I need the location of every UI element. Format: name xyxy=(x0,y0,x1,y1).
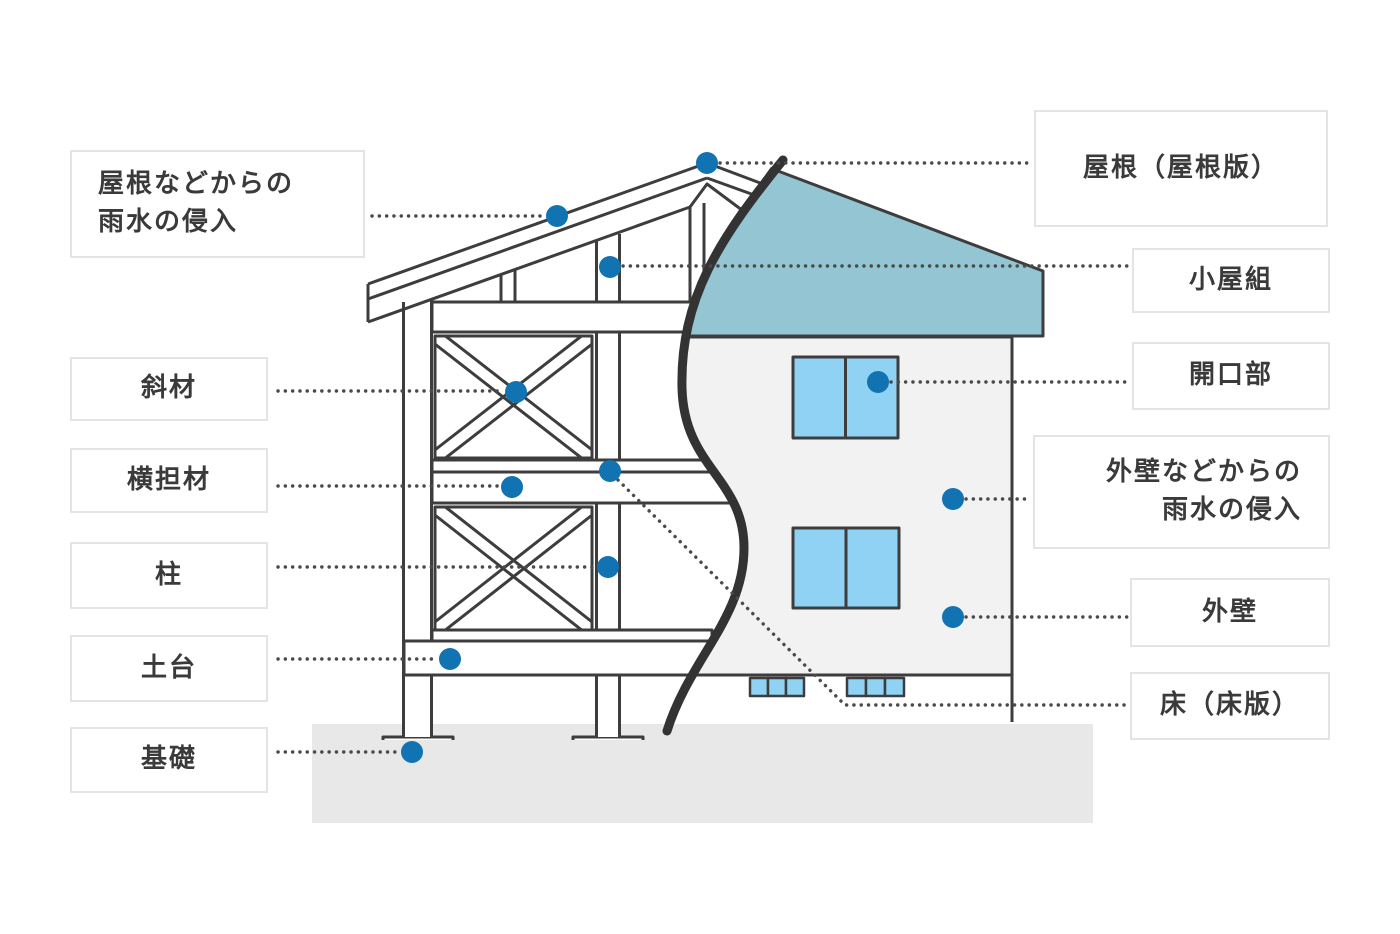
label-sill: 土台 xyxy=(70,635,268,702)
marker-dot-foundation xyxy=(401,741,423,763)
label-wall-rainwater-intrusion: 外壁などからの 雨水の侵入 xyxy=(1033,435,1330,549)
label-diagonal-member: 斜材 xyxy=(70,357,268,421)
brace-panel-lower xyxy=(433,505,594,632)
floor-beam-thin xyxy=(430,458,747,474)
marker-dot-roof-rainwater xyxy=(546,205,568,227)
marker-dot-exterior-wall xyxy=(942,606,964,628)
marker-dot-roof-panel xyxy=(696,152,718,174)
marker-dot-wall-rainwater xyxy=(942,488,964,510)
label-horizontal-member: 横担材 xyxy=(70,448,268,513)
label-roof-panel: 屋根（屋根版） xyxy=(1034,110,1328,227)
foundation-vents xyxy=(748,676,906,698)
marker-dot-column xyxy=(597,556,619,578)
cutaway-curve xyxy=(662,155,788,736)
marker-dot-sill xyxy=(439,648,461,670)
marker-dot-roof-framing xyxy=(599,256,621,278)
label-foundation: 基礎 xyxy=(70,727,268,793)
label-floor-panel: 床（床版） xyxy=(1130,672,1330,740)
marker-dots xyxy=(401,152,964,763)
window-lower xyxy=(791,526,901,610)
floor-beam-thick xyxy=(430,470,747,505)
marker-dot-opening xyxy=(867,371,889,393)
top-plate-beam xyxy=(430,300,712,334)
window-upper xyxy=(791,355,900,440)
leader-lines xyxy=(276,161,1132,754)
label-roof-rainwater-intrusion: 屋根などからの 雨水の侵入 xyxy=(70,150,365,258)
marker-dot-horizontal-member xyxy=(501,476,523,498)
bottom-band xyxy=(430,628,714,643)
structural-frame xyxy=(366,161,783,740)
label-exterior-wall: 外壁 xyxy=(1130,578,1330,647)
label-roof-framing: 小屋組 xyxy=(1132,248,1330,313)
label-column: 柱 xyxy=(70,542,268,609)
marker-dot-diagonal-member xyxy=(505,381,527,403)
roof-rafters xyxy=(366,161,783,324)
ground xyxy=(312,724,1093,823)
marker-dot-floor-panel xyxy=(599,460,621,482)
finished-house xyxy=(667,166,1045,722)
label-opening: 開口部 xyxy=(1132,342,1330,410)
